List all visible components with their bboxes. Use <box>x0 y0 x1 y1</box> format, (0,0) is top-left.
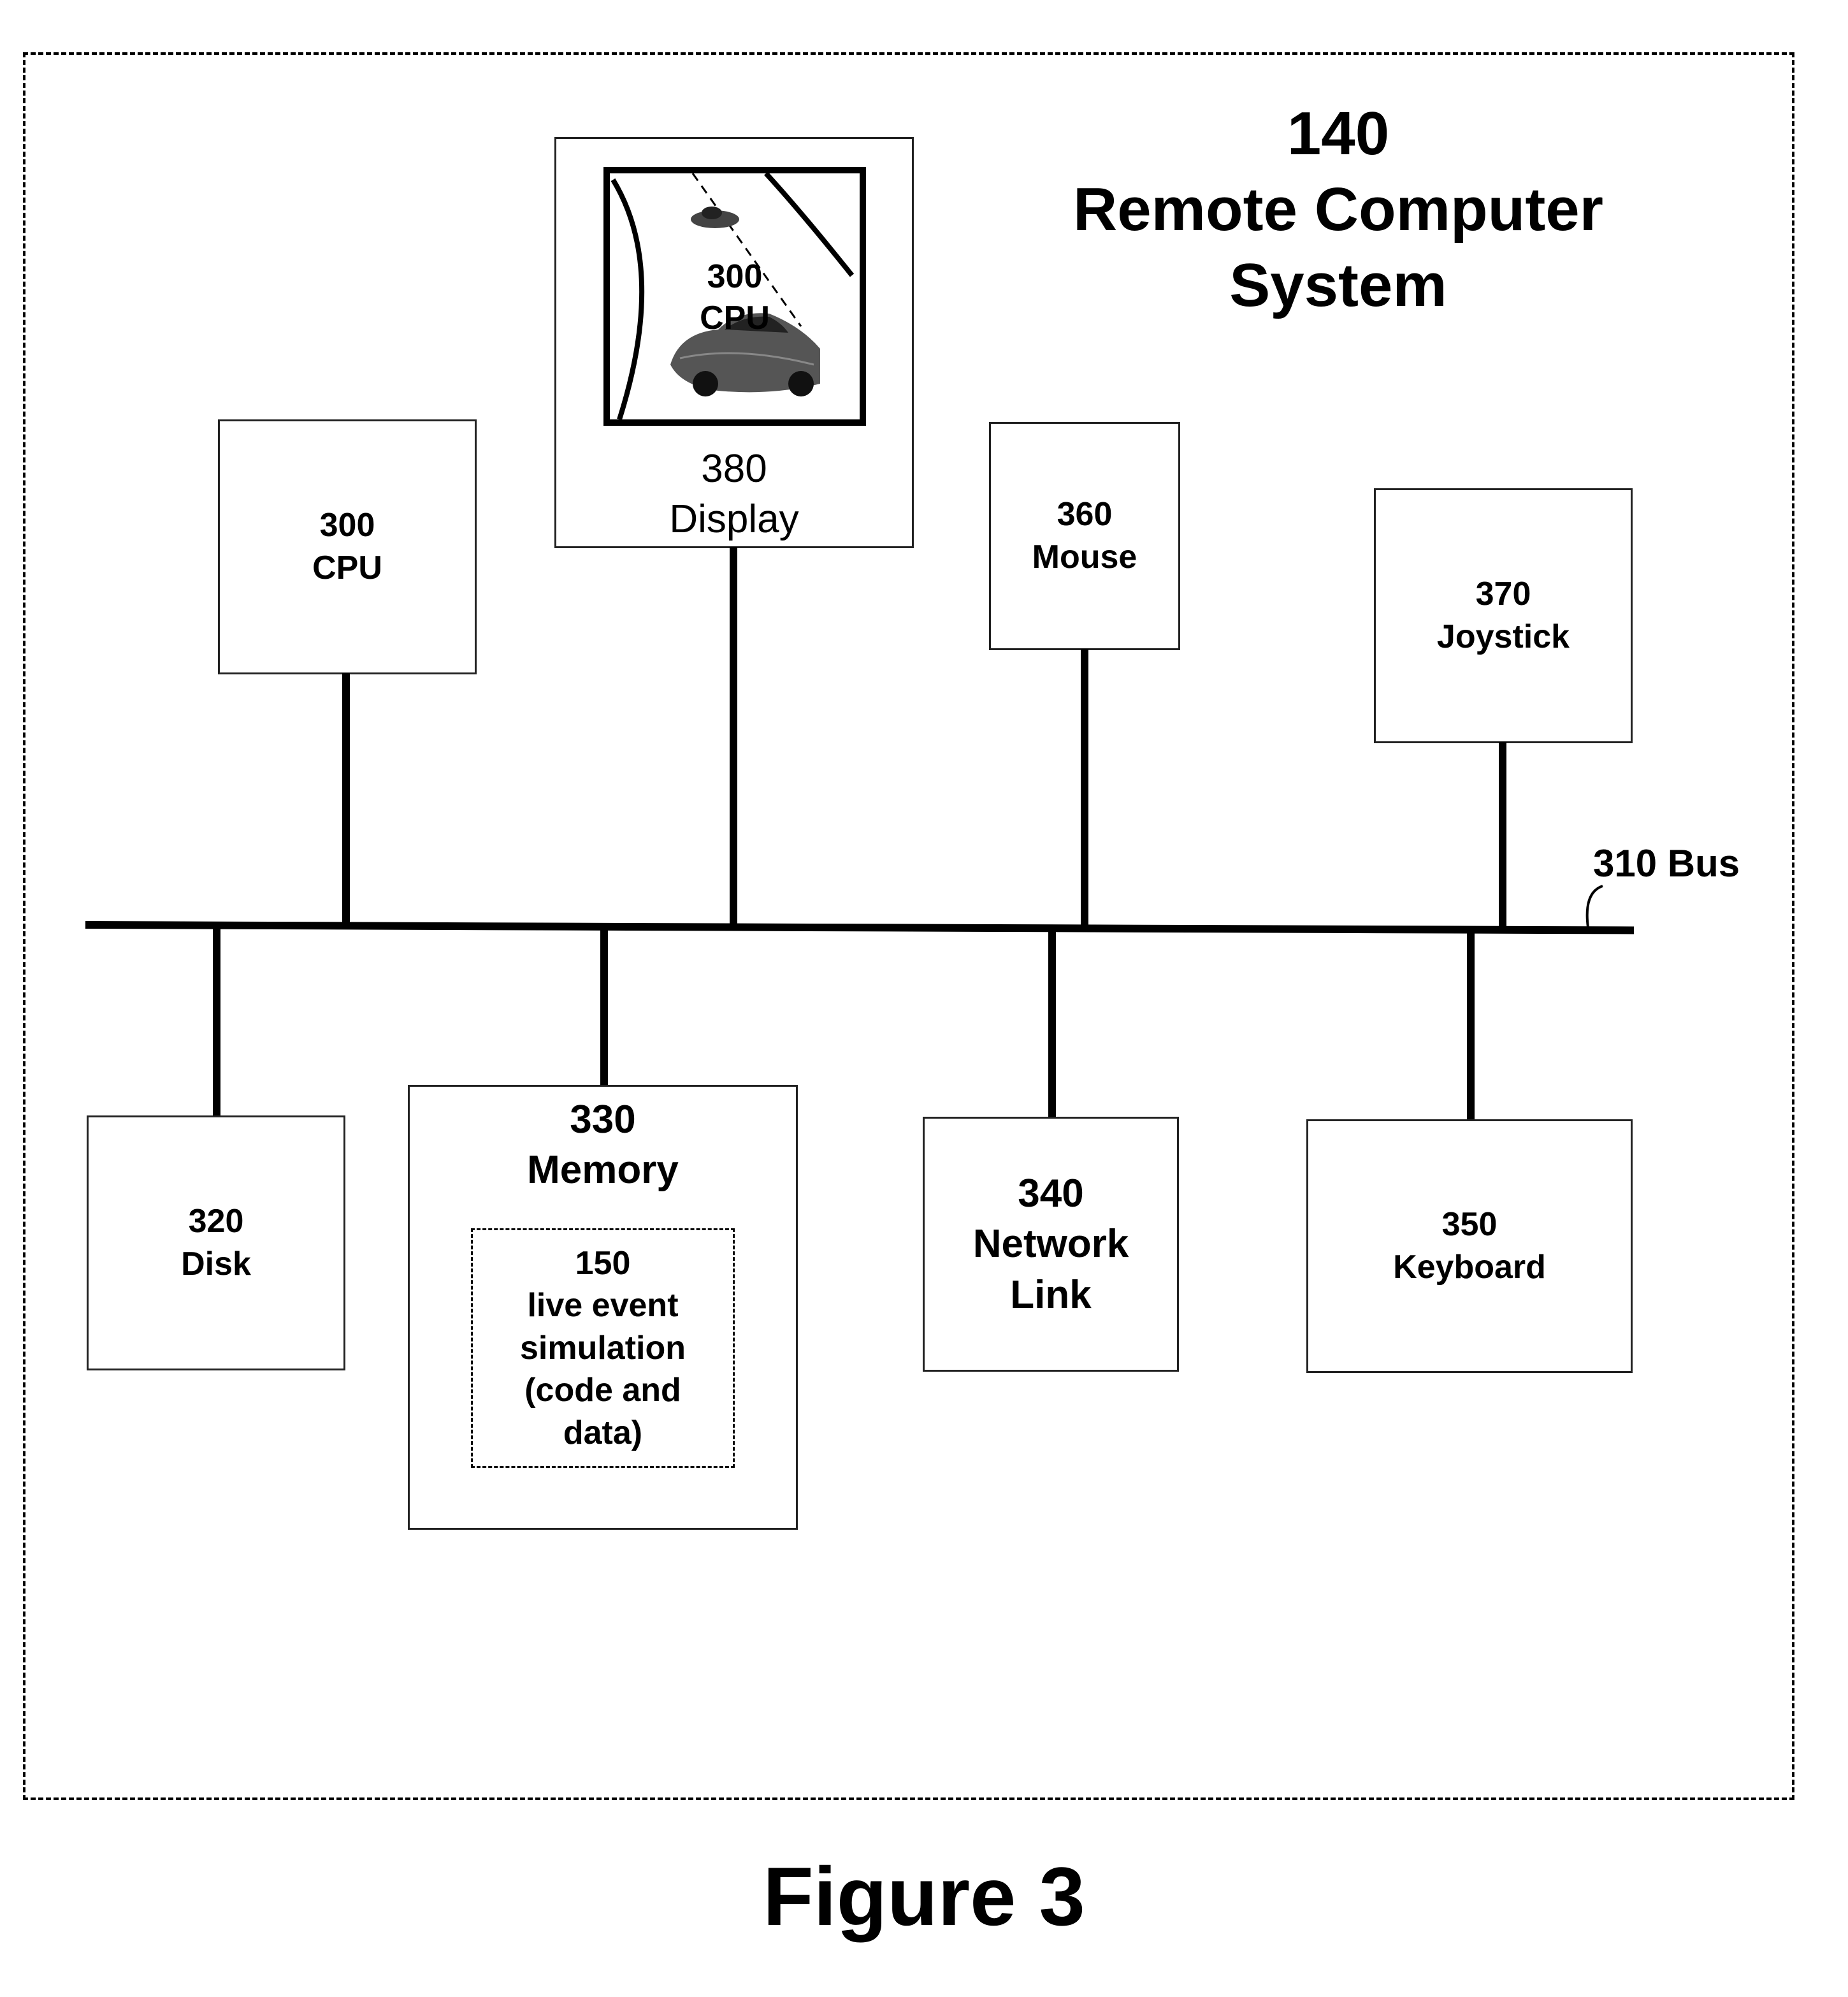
network-number: 340 <box>1018 1168 1083 1219</box>
system-name-line1: Remote Computer <box>1045 171 1631 247</box>
display-box: 300 CPU 380 Display <box>554 137 914 548</box>
screen-cpu-label: CPU <box>610 298 860 339</box>
joystick-number: 370 <box>1476 573 1531 616</box>
figure-caption: Figure 3 <box>0 1848 1848 1944</box>
cpu-label: CPU <box>312 547 382 590</box>
disk-box: 320 Disk <box>87 1115 345 1370</box>
bus-leader-line <box>1574 883 1612 934</box>
memory-label: Memory <box>410 1145 796 1195</box>
disk-connector <box>213 924 220 1119</box>
memory-number: 330 <box>410 1094 796 1145</box>
joystick-box: 370 Joystick <box>1374 488 1633 743</box>
memory-heading: 330 Memory <box>410 1094 796 1196</box>
network-line1: Network <box>973 1219 1129 1269</box>
joystick-label: Joystick <box>1437 616 1570 658</box>
screen-overlay-label: 300 CPU <box>610 256 860 339</box>
system-title: 140 Remote Computer System <box>1045 96 1631 323</box>
screen-number: 300 <box>610 256 860 298</box>
simulation-number: 150 <box>575 1242 631 1285</box>
simulation-line4: data) <box>563 1412 642 1455</box>
keyboard-connector <box>1467 928 1475 1122</box>
simulation-line2: simulation <box>520 1327 686 1370</box>
display-connector <box>730 547 737 926</box>
network-connector <box>1048 927 1056 1119</box>
mouse-number: 360 <box>1057 493 1113 536</box>
simulation-line3: (code and <box>524 1369 681 1412</box>
joystick-connector <box>1499 742 1506 929</box>
network-line2: Link <box>1010 1270 1091 1320</box>
keyboard-label: Keyboard <box>1393 1246 1546 1289</box>
keyboard-number: 350 <box>1442 1203 1498 1246</box>
keyboard-box: 350 Keyboard <box>1306 1119 1633 1373</box>
mouse-box: 360 Mouse <box>989 422 1180 650</box>
display-caption: 380 Display <box>556 444 912 545</box>
disk-number: 320 <box>189 1200 244 1243</box>
bus-label: 310 Bus <box>1593 841 1740 885</box>
memory-connector <box>600 924 608 1087</box>
display-number: 380 <box>556 444 912 494</box>
mouse-label: Mouse <box>1032 536 1137 579</box>
cpu-box: 300 CPU <box>218 419 477 674</box>
network-link-box: 340 Network Link <box>923 1117 1179 1372</box>
system-name-line2: System <box>1045 247 1631 323</box>
display-label: Display <box>556 494 912 544</box>
display-screen: 300 CPU <box>603 167 866 426</box>
disk-label: Disk <box>181 1243 251 1286</box>
mouse-connector <box>1081 649 1088 927</box>
cpu-connector <box>342 673 350 926</box>
simulation-module: 150 live event simulation (code and data… <box>471 1228 735 1468</box>
simulation-line1: live event <box>527 1284 678 1327</box>
cpu-number: 300 <box>320 504 375 547</box>
memory-box: 330 Memory 150 live event simulation (co… <box>408 1085 798 1530</box>
system-number: 140 <box>1045 96 1631 171</box>
